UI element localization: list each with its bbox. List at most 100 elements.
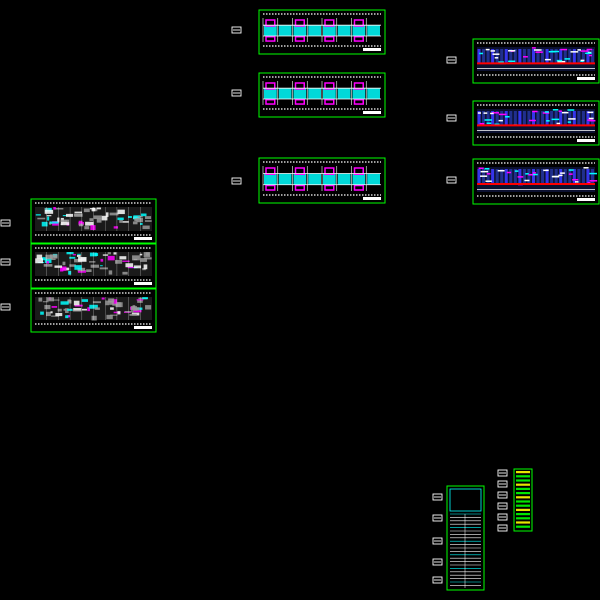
facade-bay — [550, 111, 554, 126]
room-fill — [308, 173, 321, 185]
facade-detail — [570, 51, 579, 53]
title-marker — [497, 491, 508, 499]
plan-sheet-left-1 — [30, 198, 157, 244]
title-marker-box — [497, 491, 508, 499]
facade-detail — [556, 59, 563, 62]
plan-detail — [45, 207, 52, 212]
plan-sheet-mid-2 — [258, 72, 386, 118]
plan-detail — [143, 252, 151, 258]
fixture-outline — [294, 167, 305, 175]
plan-detail — [86, 269, 92, 272]
title-markers-layer — [0, 26, 508, 584]
title-marker — [432, 537, 443, 545]
facade-bay — [586, 169, 590, 184]
plan-detail — [81, 308, 87, 311]
plan-detail — [68, 270, 72, 275]
plan-detail — [106, 314, 113, 320]
facade-detail — [588, 54, 592, 57]
plan-detail — [105, 212, 109, 217]
plan-detail — [38, 297, 43, 302]
fixture-outline — [265, 167, 276, 175]
plan-detail — [65, 308, 69, 314]
facade-detail — [505, 116, 510, 118]
fixture-outline — [324, 167, 335, 175]
room-fill — [278, 88, 292, 99]
facade-bay — [545, 111, 549, 126]
plan-detail — [115, 259, 123, 264]
facade-detail — [586, 48, 593, 51]
plan-detail — [74, 258, 82, 263]
facade-detail — [577, 49, 581, 51]
room-fill — [264, 88, 277, 99]
facade-detail — [561, 111, 569, 114]
facade-detail — [589, 180, 598, 182]
room-fill — [337, 25, 351, 36]
plan-detail — [89, 261, 96, 263]
facade-detail — [589, 172, 597, 175]
plan-detail — [46, 215, 52, 217]
facade-bay — [581, 111, 585, 126]
plan-detail — [105, 300, 110, 306]
plan-detail — [69, 256, 76, 259]
facade-detail — [585, 52, 592, 55]
facade-bay — [550, 169, 554, 184]
plan-detail — [136, 217, 143, 223]
facade-bay — [554, 49, 558, 64]
facade-detail — [486, 173, 491, 175]
facade-bay — [541, 49, 545, 64]
plan-detail — [144, 257, 152, 260]
plan-detail — [51, 258, 56, 260]
legend-row — [516, 525, 530, 528]
plan-detail — [37, 217, 46, 220]
facade-bay — [586, 49, 590, 64]
legend-row — [516, 492, 530, 495]
facade-detail — [523, 56, 528, 58]
facade-detail — [528, 119, 536, 122]
room-fill — [367, 173, 380, 185]
plan-detail — [74, 213, 83, 217]
elevation-sheet-3 — [472, 158, 600, 205]
plan-detail — [45, 254, 53, 260]
plan-detail — [42, 301, 49, 303]
legend-strip — [513, 468, 533, 532]
facade-detail — [556, 122, 561, 125]
title-marker — [446, 176, 457, 184]
fixture-outline — [265, 98, 276, 105]
plan-detail — [45, 311, 51, 317]
fixture-outline — [353, 184, 364, 191]
plan-detail — [96, 218, 102, 223]
facade-detail — [580, 59, 585, 62]
room-fill — [367, 25, 380, 36]
facade-detail — [534, 49, 542, 51]
schedule-header-block — [449, 488, 482, 512]
room-fill — [323, 173, 336, 185]
plan-detail — [74, 304, 83, 307]
fixture-outline — [265, 184, 276, 191]
fixture-outline — [294, 82, 305, 90]
title-marker-box — [446, 176, 457, 184]
plan-detail — [92, 301, 101, 304]
facade-detail — [587, 111, 594, 114]
plan-detail — [62, 261, 66, 266]
title-marker-box — [497, 469, 508, 477]
plan-detail — [81, 299, 89, 302]
facade-detail — [506, 171, 512, 174]
plan-detail — [44, 304, 51, 310]
plan-detail — [73, 308, 82, 312]
facade-detail — [552, 109, 559, 111]
plan-detail — [117, 209, 125, 215]
plan-detail — [55, 312, 63, 317]
plan-detail — [65, 315, 69, 319]
facade-detail — [480, 175, 488, 177]
facade-detail — [494, 123, 500, 126]
facade-bay — [500, 111, 504, 126]
facade-bay — [527, 169, 531, 184]
room-fill — [308, 25, 321, 36]
plan-detail — [76, 254, 81, 257]
plan-detail — [83, 208, 90, 213]
room-fill — [352, 25, 366, 36]
room-fill — [278, 25, 292, 36]
plan-detail — [41, 221, 48, 227]
plan-detail — [142, 297, 148, 300]
facade-bay — [581, 49, 585, 64]
